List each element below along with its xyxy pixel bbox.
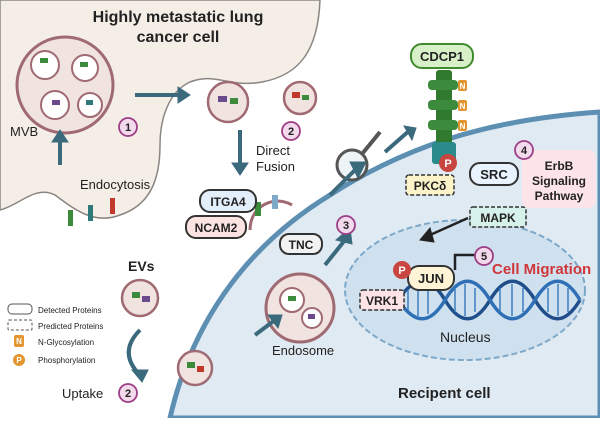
fusing-vesicle — [248, 195, 293, 231]
mvb-label: MVB — [10, 124, 38, 139]
donor-title-line2: cancer cell — [137, 29, 220, 46]
arrows — [51, 86, 490, 383]
legend-nglyco-label: N-Glycosylation — [38, 338, 94, 347]
n-glycosylation-marker — [458, 100, 467, 111]
legend-detected-label: Detected Proteins — [38, 306, 102, 315]
step-number: 2 — [125, 388, 131, 400]
n-glycosylation-glyph: N — [460, 102, 466, 111]
mapk-box — [469, 206, 527, 228]
erbb-label-line2: Signaling — [532, 174, 586, 188]
n-glycosylation-marker — [458, 80, 467, 91]
step-circle — [118, 117, 138, 137]
legend-detected-swatch — [7, 303, 33, 315]
ev-vesicles — [120, 278, 214, 387]
legend-predicted-label: Predicted Proteins — [38, 322, 103, 331]
recipient-cell-label: Recipent cell — [398, 385, 491, 402]
legend-nglyco-glyph: N — [16, 337, 22, 346]
legend-nglyco-swatch — [14, 335, 24, 347]
phospho-marker-src-label: P — [444, 158, 451, 170]
step-circle — [474, 246, 494, 266]
vrk1-box — [359, 289, 405, 311]
uptake-label: Uptake — [62, 386, 103, 401]
cdcp1-box — [410, 43, 474, 69]
step-number: 2 — [288, 126, 294, 138]
direct-fusion-line1: Direct — [256, 143, 290, 158]
mvb-vesicle — [15, 35, 115, 135]
membrane-proteins — [68, 198, 115, 226]
legend-phospho-swatch — [13, 354, 25, 366]
step-number: 5 — [481, 251, 487, 263]
pkcd-label: PKCδ — [414, 179, 447, 193]
n-glycosylation-glyph: N — [460, 122, 466, 131]
legend-predicted-swatch — [7, 319, 33, 331]
legend-phospho-glyph: P — [16, 356, 22, 365]
step-number: 4 — [521, 145, 528, 157]
evs-label: EVs — [128, 258, 155, 274]
jun-label: JUN — [418, 271, 444, 286]
step-number: 1 — [125, 122, 131, 134]
src-box — [469, 162, 519, 186]
itga4-label: ITGA4 — [210, 195, 246, 209]
endosome-vesicle — [264, 272, 336, 344]
step-number: 3 — [343, 220, 349, 232]
legend: Detected Proteins Predicted Proteins N N… — [7, 303, 103, 366]
n-glycosylation-markers: N N N — [458, 80, 467, 131]
n-glycosylation-marker — [458, 120, 467, 131]
phospho-marker-src — [439, 154, 457, 172]
donor-title-line1: Highly metastatic lung — [93, 9, 264, 26]
endosome-label: Endosome — [272, 343, 334, 358]
step-circle — [336, 215, 356, 235]
phospho-marker-jun-label: P — [398, 265, 405, 277]
itga4-box — [199, 189, 257, 213]
ncam2-label: NCAM2 — [195, 221, 238, 235]
mapk-label: MAPK — [480, 211, 516, 225]
endocytosis-label: Endocytosis — [80, 177, 151, 192]
budding-vesicle — [206, 80, 318, 124]
phospho-marker-jun — [393, 261, 411, 279]
direct-fusion-line2: Fusion — [256, 159, 295, 174]
step-circle — [118, 383, 138, 403]
erbb-label-line3: Pathway — [535, 189, 584, 203]
erbb-label-line1: ErbB — [545, 159, 574, 173]
step-circle — [281, 121, 301, 141]
jun-box — [407, 265, 455, 291]
step-markers: 1 2 2 3 4 5 — [118, 117, 534, 403]
ncam2-box — [185, 215, 247, 239]
tnc-label: TNC — [289, 238, 314, 252]
n-glycosylation-glyph: N — [460, 82, 466, 91]
src-label: SRC — [480, 167, 508, 182]
erbb-box — [522, 150, 596, 208]
pkcd-box — [405, 174, 455, 196]
cdcp1-label: CDCP1 — [420, 49, 464, 64]
cdcp1-receptor — [428, 70, 458, 164]
vrk1-label: VRK1 — [366, 294, 398, 308]
nucleus-label: Nucleus — [440, 329, 491, 345]
step-circle — [514, 140, 534, 160]
cell-migration-label: Cell Migration — [492, 261, 591, 278]
tnc-box — [279, 233, 323, 255]
legend-phospho-label: Phosphorylation — [38, 356, 95, 365]
